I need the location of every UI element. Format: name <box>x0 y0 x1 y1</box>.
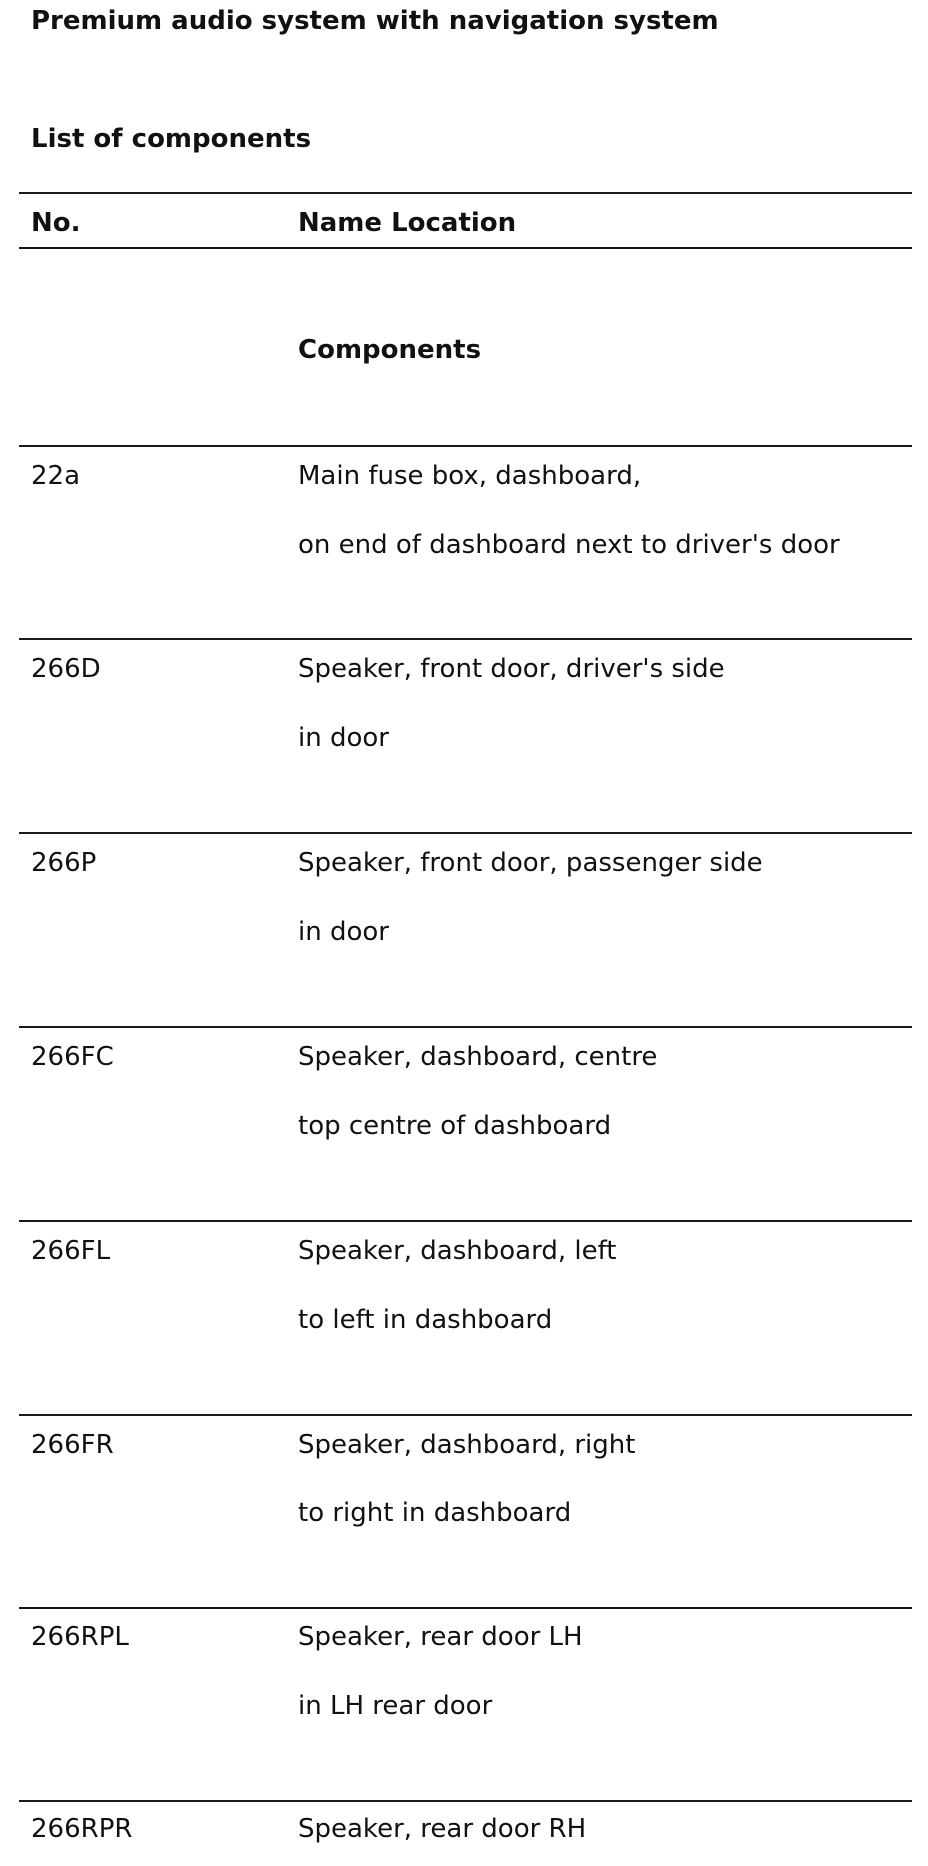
row-name: Main fuse box, dashboard, <box>298 461 642 491</box>
table-rule <box>19 832 912 834</box>
row-name: Speaker, dashboard, right <box>298 1430 636 1460</box>
row-location: to right in dashboard <box>298 1498 572 1528</box>
row-name: Speaker, front door, driver's side <box>298 654 725 684</box>
row-no: 22a <box>31 461 81 491</box>
row-no: 266FL <box>31 1236 111 1266</box>
row-no: 266P <box>31 848 97 878</box>
row-name: Speaker, dashboard, centre <box>298 1042 658 1072</box>
table-rule <box>19 1607 912 1609</box>
table-rule <box>19 445 912 447</box>
table-rule <box>19 1220 912 1222</box>
row-no: 266RPR <box>31 1814 133 1844</box>
row-location: to left in dashboard <box>298 1305 553 1335</box>
table-rule <box>19 1414 912 1416</box>
row-no: 266D <box>31 654 101 684</box>
row-location: in door <box>298 917 389 947</box>
row-location: in LH rear door <box>298 1691 493 1721</box>
header-name-location: Name Location <box>298 208 517 238</box>
table-rule <box>19 1026 912 1028</box>
row-name: Speaker, rear door RH <box>298 1814 587 1844</box>
row-no: 266FC <box>31 1042 114 1072</box>
row-location: top centre of dashboard <box>298 1111 612 1141</box>
document-title: Premium audio system with navigation sys… <box>31 6 719 36</box>
table-rule <box>19 247 912 249</box>
table-rule <box>19 1800 912 1802</box>
row-name: Speaker, front door, passenger side <box>298 848 763 878</box>
section-title: List of components <box>31 124 312 154</box>
group-heading: Components <box>298 335 482 365</box>
row-location: in door <box>298 723 389 753</box>
row-name: Speaker, rear door LH <box>298 1622 583 1652</box>
header-no: No. <box>31 208 81 238</box>
row-no: 266FR <box>31 1430 114 1460</box>
row-name: Speaker, dashboard, left <box>298 1236 617 1266</box>
table-rule <box>19 192 912 194</box>
row-no: 266RPL <box>31 1622 129 1652</box>
table-rule <box>19 638 912 640</box>
row-location: on end of dashboard next to driver's doo… <box>298 530 840 560</box>
